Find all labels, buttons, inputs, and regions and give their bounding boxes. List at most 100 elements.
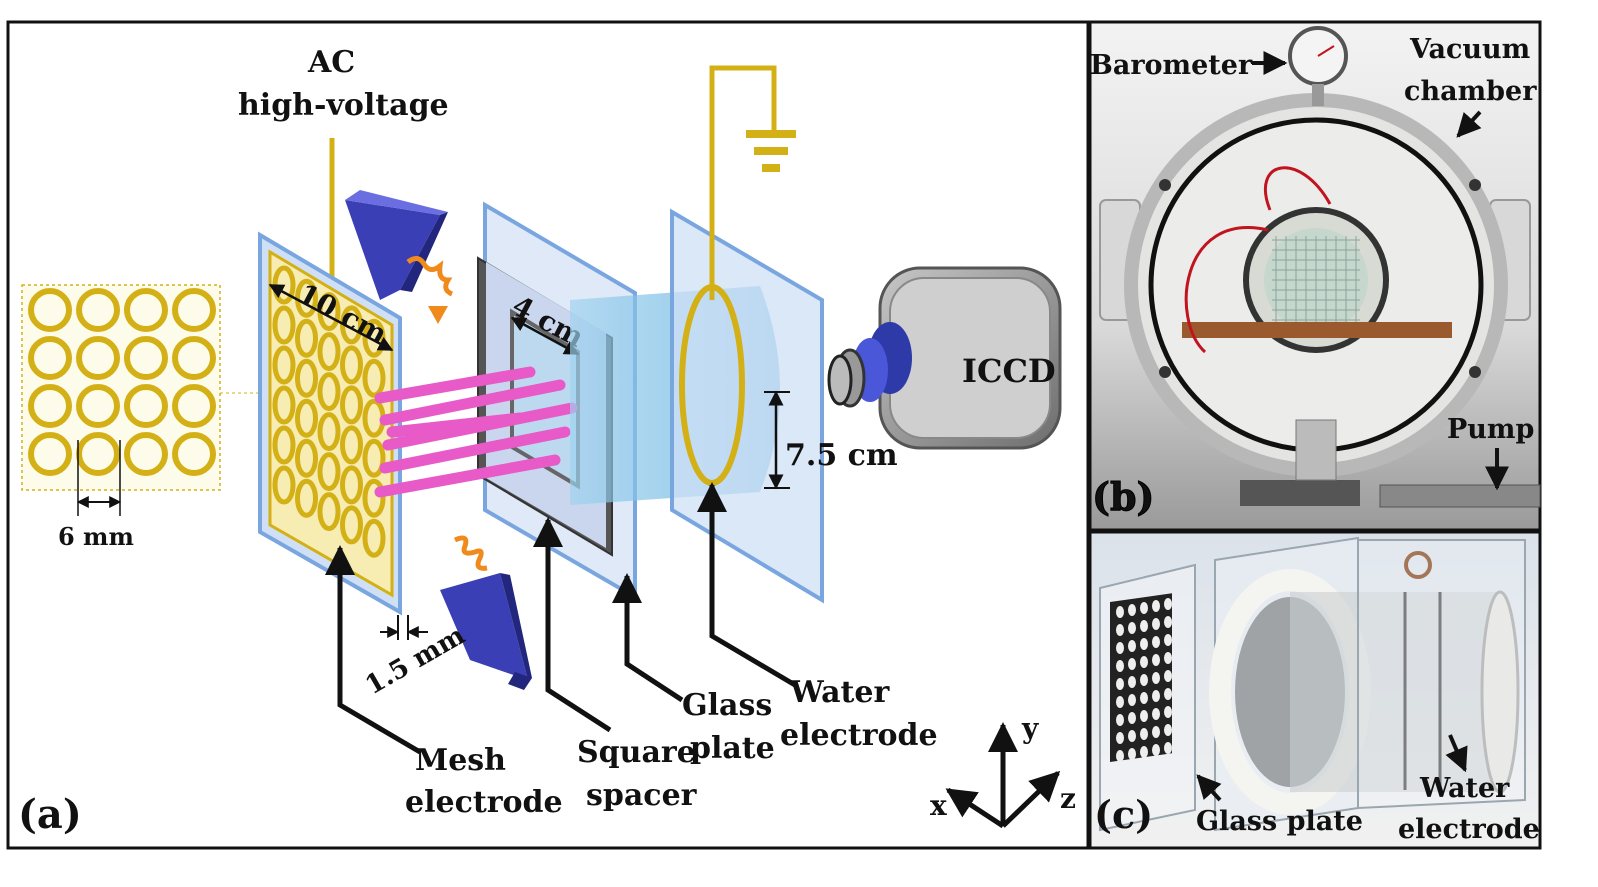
mesh-ring <box>340 385 363 425</box>
mesh-ring <box>362 358 386 398</box>
pump-label: Pump <box>1447 414 1534 445</box>
mesh-hole <box>1116 714 1124 726</box>
mesh-ring <box>340 465 363 505</box>
mesh-ring <box>317 452 341 492</box>
water-label-line2: electrode <box>780 718 938 753</box>
mesh-hole <box>1152 636 1160 648</box>
barometer-gauge-icon <box>1288 26 1348 106</box>
mesh-hole <box>1164 616 1172 628</box>
spacer-leader-arrow <box>533 517 612 733</box>
mesh-ring <box>340 425 363 465</box>
mesh-ring <box>340 505 363 545</box>
vacuum-chamber-photo <box>1099 93 1541 508</box>
inset-ring <box>124 432 168 476</box>
spacer-label-line1: Square <box>577 735 696 770</box>
mesh-ring <box>362 438 386 478</box>
panel-b-letter: (b) <box>1092 474 1155 519</box>
mesh-hole <box>1164 724 1172 736</box>
mesh-ring <box>317 372 341 412</box>
glass-plate-label-c: Glass plate <box>1196 806 1363 837</box>
mesh-hole <box>1140 746 1148 758</box>
panel-a-frame <box>6 20 1090 850</box>
mesh-hole <box>1140 638 1148 650</box>
mesh-hole <box>1152 690 1160 702</box>
mesh-hole <box>1128 640 1136 652</box>
mesh-label-line1: Mesh <box>415 743 506 778</box>
mesh-hole <box>1128 658 1136 670</box>
ring-height-label: 7.5 cm <box>785 438 898 473</box>
upper-cone-source <box>345 190 448 300</box>
mesh-hole <box>1152 708 1160 720</box>
mesh-ring <box>295 358 318 398</box>
water-leader-arrow <box>697 482 797 688</box>
panel-c-letter: (c) <box>1094 792 1153 837</box>
mesh-hole <box>1128 622 1136 634</box>
inset-ring <box>28 432 72 476</box>
plasma-filaments <box>374 366 578 498</box>
mesh-leader-arrow <box>325 545 422 755</box>
mesh-zoom-inset <box>21 284 258 491</box>
water-label-line1: Water <box>789 675 890 710</box>
axis-z-label: z <box>1060 782 1076 815</box>
coordinate-axes <box>945 722 1061 829</box>
glass-plate-arrow-c <box>1196 774 1222 802</box>
inset-ring <box>124 336 168 380</box>
mesh-hole <box>1140 656 1148 668</box>
mesh-hole <box>1128 712 1136 724</box>
spacer-width-dimension <box>510 316 580 356</box>
mesh-ring <box>295 438 318 478</box>
inset-ring <box>124 288 168 332</box>
mesh-hole <box>1164 634 1172 646</box>
iccd-camera <box>827 266 1062 450</box>
mesh-ring <box>317 492 341 532</box>
inset-ring <box>172 288 216 332</box>
mesh-hole <box>1164 688 1172 700</box>
mesh-width-dimension <box>268 283 394 352</box>
mesh-hole <box>1140 620 1148 632</box>
mesh-hole <box>1152 618 1160 630</box>
inset-ring <box>124 384 168 428</box>
glass-leader-arrow <box>612 573 684 703</box>
mesh-hole <box>1116 696 1124 708</box>
water-electrode-plate <box>670 208 824 604</box>
mesh-ring <box>272 465 296 505</box>
mesh-hole <box>1116 660 1124 672</box>
inset-ring <box>76 384 120 428</box>
mesh-hole <box>1116 624 1124 636</box>
inset-ring <box>172 336 216 380</box>
barometer-label: Barometer <box>1090 50 1253 81</box>
plasma-filament <box>386 412 526 438</box>
inset-ring <box>76 288 120 332</box>
glass-label-line2: plate <box>690 731 775 766</box>
inset-ring <box>76 336 120 380</box>
inset-ring <box>28 336 72 380</box>
chamber-label-line1: Vacuum <box>1409 34 1530 65</box>
inset-ring <box>172 432 216 476</box>
mesh-hole <box>1116 642 1124 654</box>
lower-cone-source <box>440 573 532 690</box>
water-electrode-label-c-line2: electrode <box>1398 814 1540 845</box>
mesh-ring <box>362 518 386 558</box>
plasma-filament <box>379 426 571 474</box>
mesh-hole <box>1152 744 1160 756</box>
mesh-hole <box>1140 602 1148 614</box>
inset-ring <box>76 432 120 476</box>
mesh-hole <box>1128 676 1136 688</box>
water-electrode-label-c-line1: Water <box>1419 773 1510 804</box>
mesh-hole <box>1140 674 1148 686</box>
mesh-ring <box>362 478 386 518</box>
mesh-hole <box>1116 678 1124 690</box>
mesh-hole <box>1128 730 1136 742</box>
mesh-hole <box>1164 706 1172 718</box>
water-electrode-arrow-c <box>1445 734 1468 773</box>
inset-ring <box>172 384 216 428</box>
mesh-label-line2: electrode <box>405 785 563 820</box>
ac-label: AC <box>307 45 355 80</box>
chamber-label-line2: chamber <box>1404 76 1537 107</box>
inset-ring <box>28 384 72 428</box>
plasma-filament <box>374 366 536 404</box>
mesh-hole <box>1152 654 1160 666</box>
panel-a-letter: (a) <box>18 791 82 838</box>
mesh-hole <box>1128 604 1136 616</box>
